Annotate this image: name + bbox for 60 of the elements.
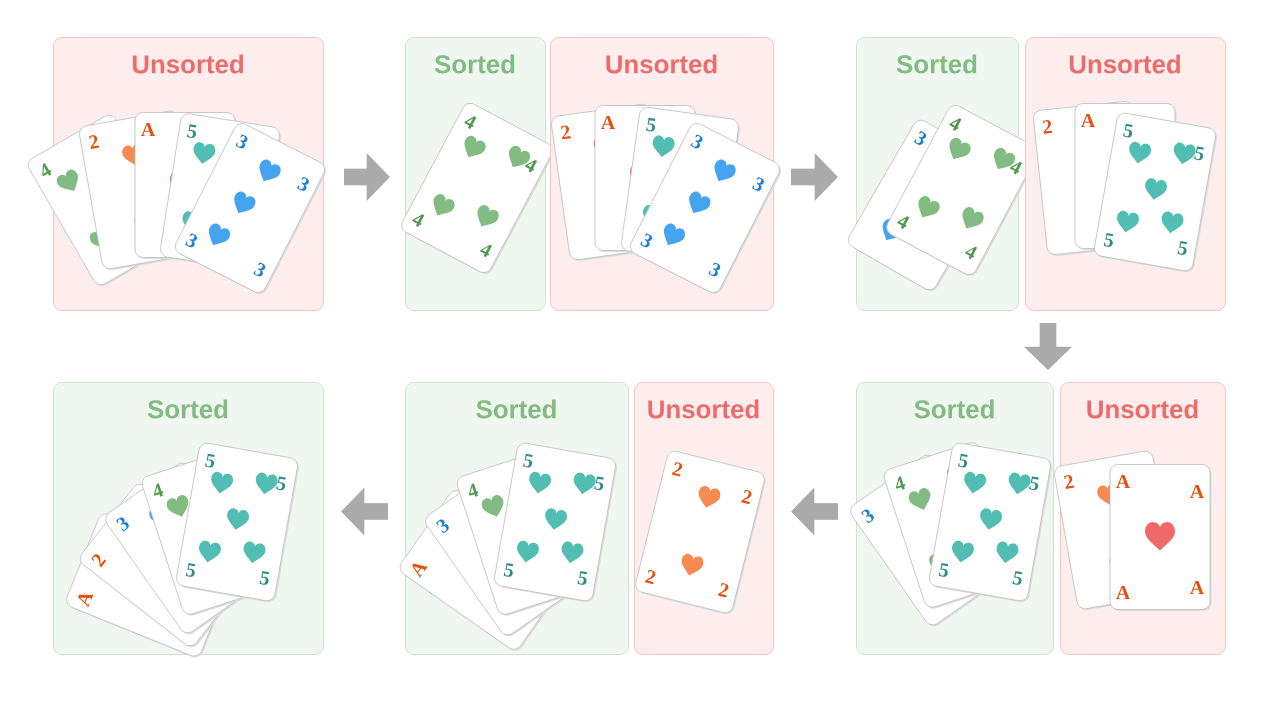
card-rank: 2 [718,583,729,598]
card-rank: 3 [253,262,266,277]
card-rank: 4 [949,118,962,131]
card-rank: A [1115,474,1131,489]
card-rank: 5 [276,476,286,491]
card-rank: 5 [577,571,588,585]
card-rank: 5 [185,563,196,577]
card-rank: 5 [594,476,604,491]
card-rank: A [1080,113,1096,128]
card-rank: 2 [741,489,752,505]
card-rank: 5 [1194,146,1204,161]
card-rank: 5 [938,563,949,577]
card-rank: 4 [412,214,425,227]
card-rank: 4 [479,244,493,258]
card-rank: 4 [153,483,164,497]
card-rank: A [1115,585,1131,600]
card-rank: 5 [259,571,270,585]
card-rank: 2 [645,570,656,585]
card-rank: 2 [671,462,683,477]
card-rank: 2 [1043,120,1053,134]
card-rank: 4 [524,159,538,173]
card-rank: 3 [436,519,449,534]
card-rank: 3 [690,134,703,149]
card-rank: 4 [468,483,479,497]
card-rank: 3 [640,233,653,248]
card-rank: 2 [561,125,571,140]
card-rank: A [600,115,616,130]
card-rank: 5 [187,124,197,138]
card-rank: 3 [913,131,927,145]
card-rank: 5 [1029,476,1039,491]
card-rank: 5 [958,453,968,468]
card-rank: 5 [1012,571,1023,585]
card-rank: 3 [297,176,309,191]
card-rank: 4 [897,216,910,229]
card-rank: 3 [752,176,764,191]
card-rank: 3 [185,233,198,248]
card-rank: 4 [1009,161,1023,175]
card-rank: 5 [205,453,215,468]
card-rank: 5 [503,563,514,577]
card-rank: A [140,122,156,137]
card-rank: 5 [1177,241,1188,255]
card-rank: A [78,594,94,608]
card-rank: 2 [1064,475,1075,489]
card-rank: 5 [1123,123,1133,138]
card-rank: 2 [91,554,107,568]
card-rank: 4 [464,116,477,129]
card-rank: 4 [42,163,52,177]
card-rank: 3 [861,509,874,524]
card-rank: 3 [116,517,129,532]
card-rank: A [1189,580,1205,595]
card-rank: 4 [964,246,978,260]
card-rank: 5 [523,453,533,468]
card-rank: A [1189,484,1205,499]
card-rank: A [412,563,428,579]
card-rank: 3 [235,134,248,149]
card-rank: 5 [1103,233,1114,247]
card-rank: 2 [89,135,100,149]
card-rank: 4 [895,476,906,490]
card-rank: 5 [646,117,656,132]
card-rank: 3 [708,262,721,277]
